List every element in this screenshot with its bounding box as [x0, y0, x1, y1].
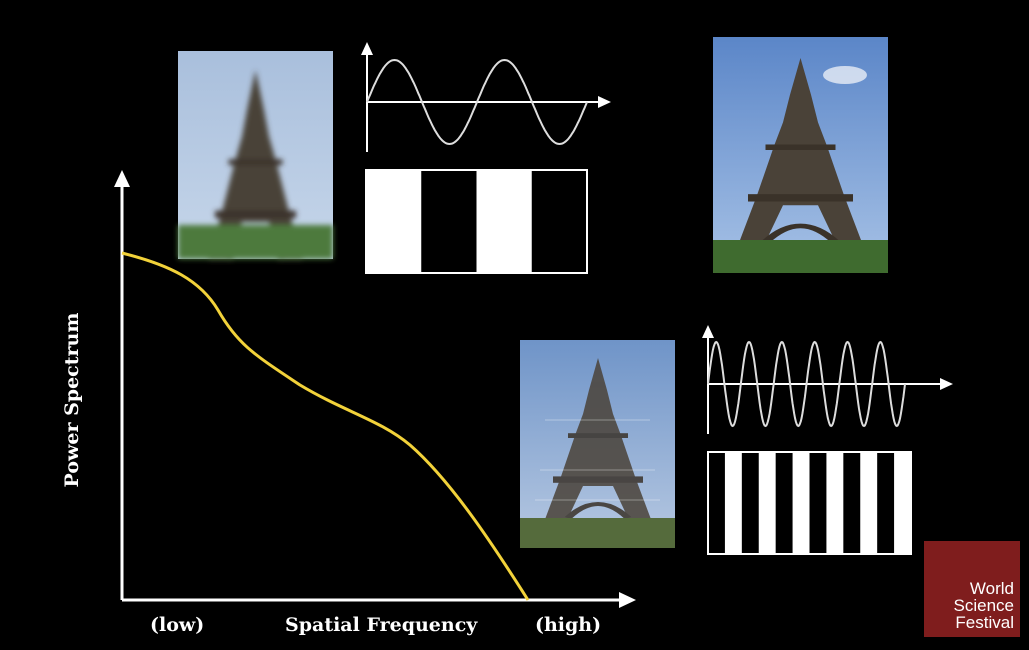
- low-frequency-wave: [361, 42, 611, 152]
- world-science-festival-logo: World Science Festival: [924, 541, 1020, 637]
- bar-white: [860, 452, 878, 554]
- logo-line-3: Festival: [955, 613, 1014, 632]
- x-axis-high-label: (high): [535, 614, 602, 636]
- high-frequency-bar-pattern: [707, 451, 912, 555]
- x-axis-label: Spatial Frequency: [285, 614, 478, 636]
- logo-line-1: World: [969, 579, 1014, 598]
- bar-white: [758, 452, 777, 554]
- power-spectrum-curve: [121, 251, 530, 601]
- logo-line-2: Science: [953, 596, 1014, 615]
- eiffel-tower-original-photo: [713, 37, 888, 273]
- x-axis-low-label: (low): [150, 614, 205, 636]
- bar-black: [741, 452, 760, 554]
- bar-pattern-border: [365, 169, 588, 274]
- eiffel-tower-edges-photo: [520, 340, 675, 548]
- bar-white: [826, 452, 844, 554]
- bar-black: [421, 170, 477, 273]
- bar-black: [708, 452, 726, 554]
- bar-black: [809, 452, 827, 554]
- bar-white: [792, 452, 810, 554]
- eiffel-tower-blurred-photo: [178, 51, 333, 260]
- bar-black: [843, 452, 861, 554]
- bar-white: [366, 170, 422, 273]
- bar-white: [894, 452, 912, 554]
- y-axis-label: Power Spectrum: [61, 312, 83, 488]
- bar-black: [531, 170, 588, 273]
- bar-white: [476, 170, 533, 273]
- high-frequency-wave: [702, 325, 953, 434]
- low-frequency-bar-pattern: [365, 169, 588, 274]
- bar-black: [775, 452, 794, 554]
- bar-white: [724, 452, 743, 554]
- bar-pattern-border: [707, 451, 912, 555]
- bar-black: [877, 452, 895, 554]
